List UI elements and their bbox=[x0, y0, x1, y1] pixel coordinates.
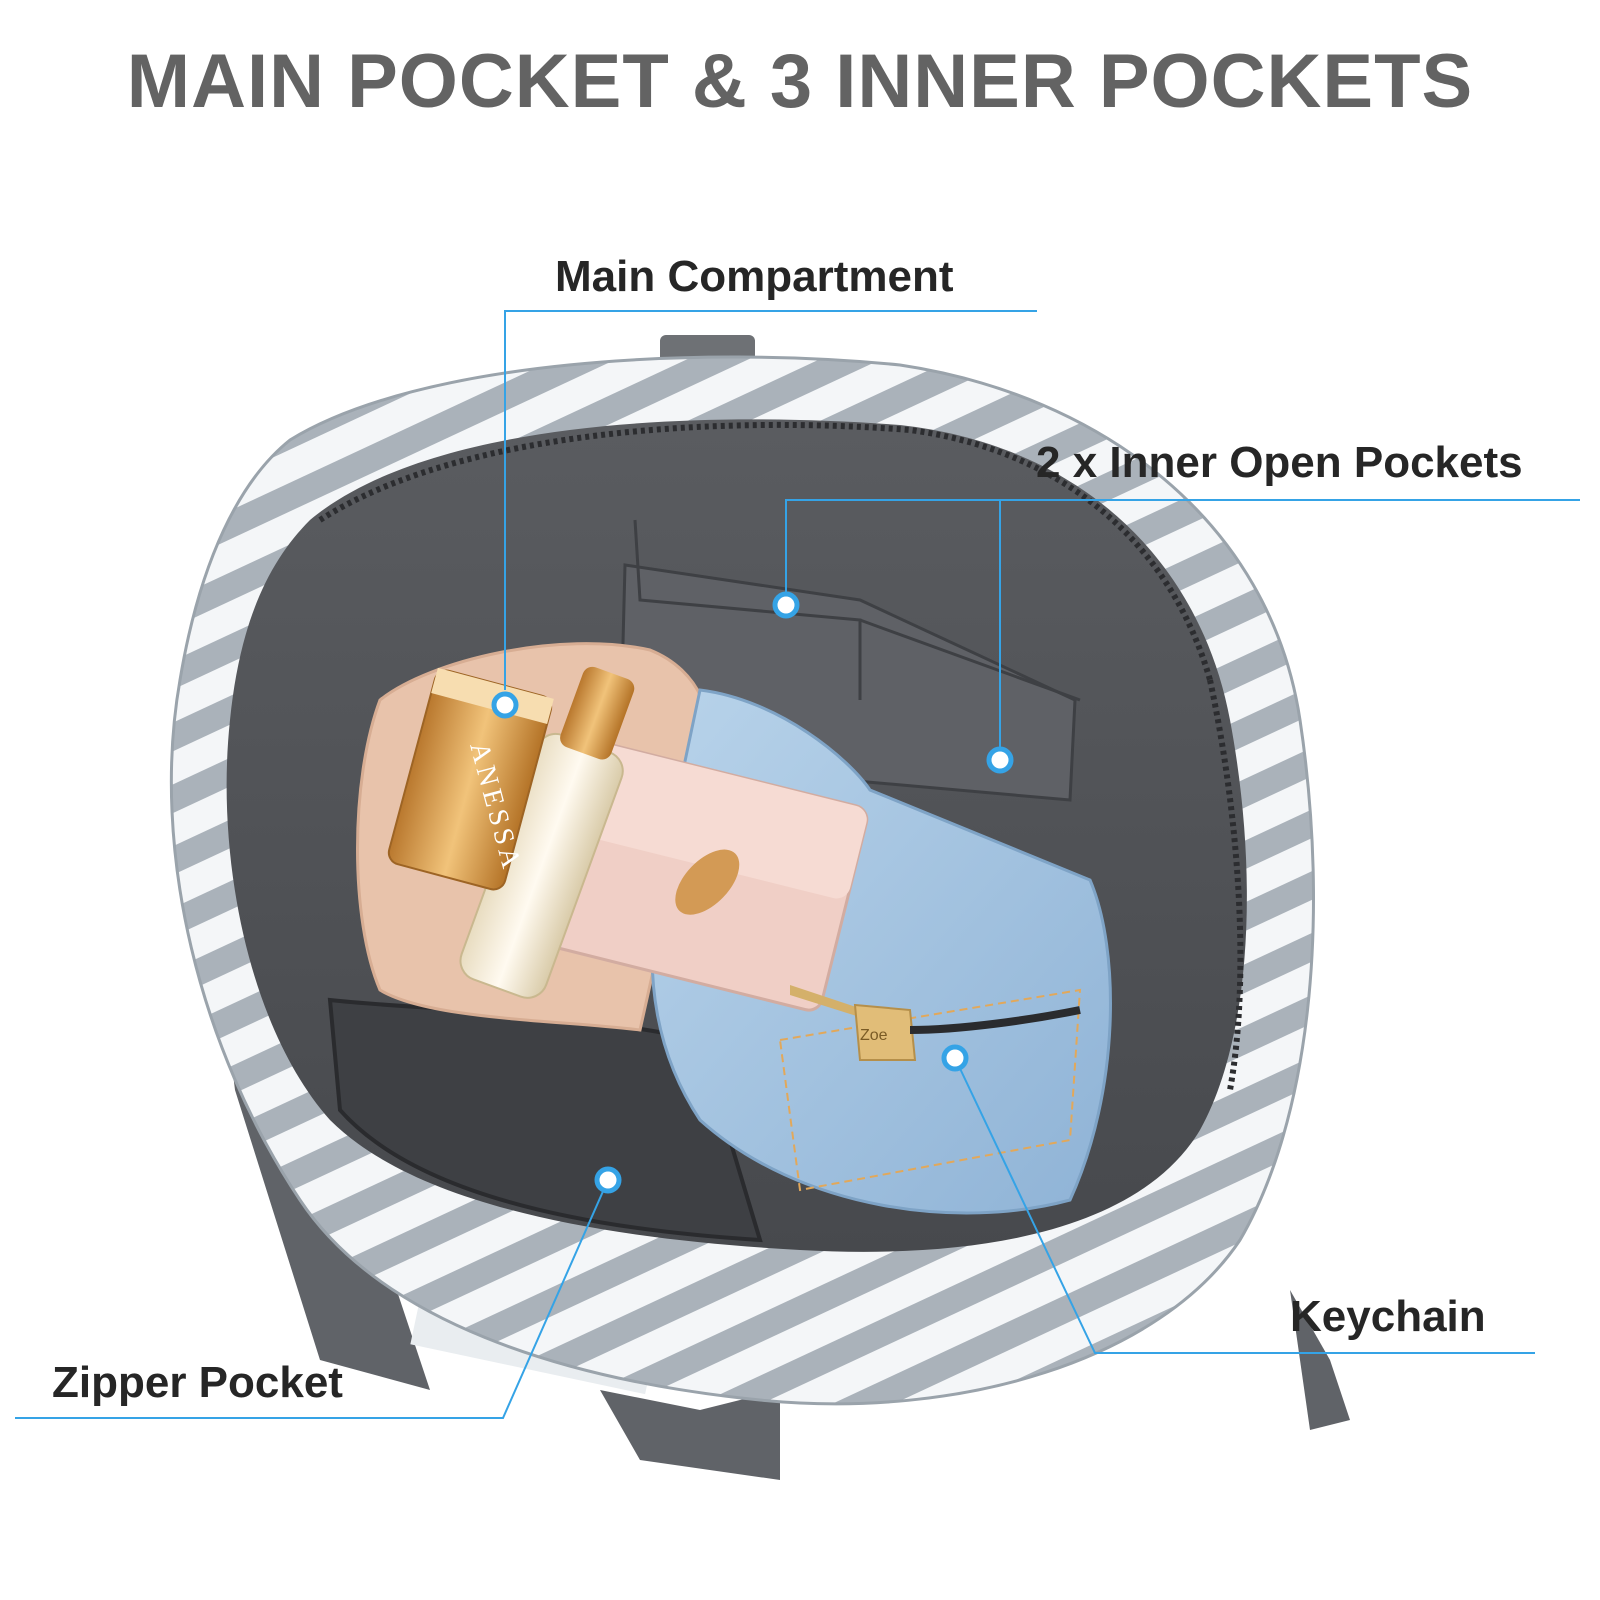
dot-inner-pocket-1 bbox=[772, 591, 800, 619]
dot-inner-pocket-2 bbox=[986, 746, 1014, 774]
label-main-compartment: Main Compartment bbox=[555, 252, 954, 301]
sunscreen-bottle bbox=[387, 667, 554, 891]
label-inner-open-pockets: 2 x Inner Open Pockets bbox=[1036, 438, 1523, 487]
leader-line-inner-pocket-1 bbox=[785, 499, 1580, 605]
leader-line-zipper-pocket bbox=[15, 1179, 609, 1419]
key bbox=[790, 985, 1081, 1061]
callout-leader-lines bbox=[15, 310, 1580, 1419]
callout-dots bbox=[491, 591, 1014, 1194]
page-title: MAIN POCKET & 3 INNER POCKETS bbox=[126, 39, 1474, 124]
dot-zipper-pocket bbox=[594, 1166, 622, 1194]
label-zipper-pocket: Zipper Pocket bbox=[52, 1358, 343, 1407]
dot-main-compartment bbox=[491, 691, 519, 719]
key-brand-text: Zoe bbox=[860, 1027, 888, 1044]
dot-keychain bbox=[941, 1044, 969, 1072]
pink-wallet bbox=[539, 740, 869, 1012]
leader-line-keychain bbox=[954, 1057, 1535, 1354]
leader-line-main-compartment bbox=[504, 310, 1037, 690]
label-keychain: Keychain bbox=[1290, 1292, 1486, 1341]
